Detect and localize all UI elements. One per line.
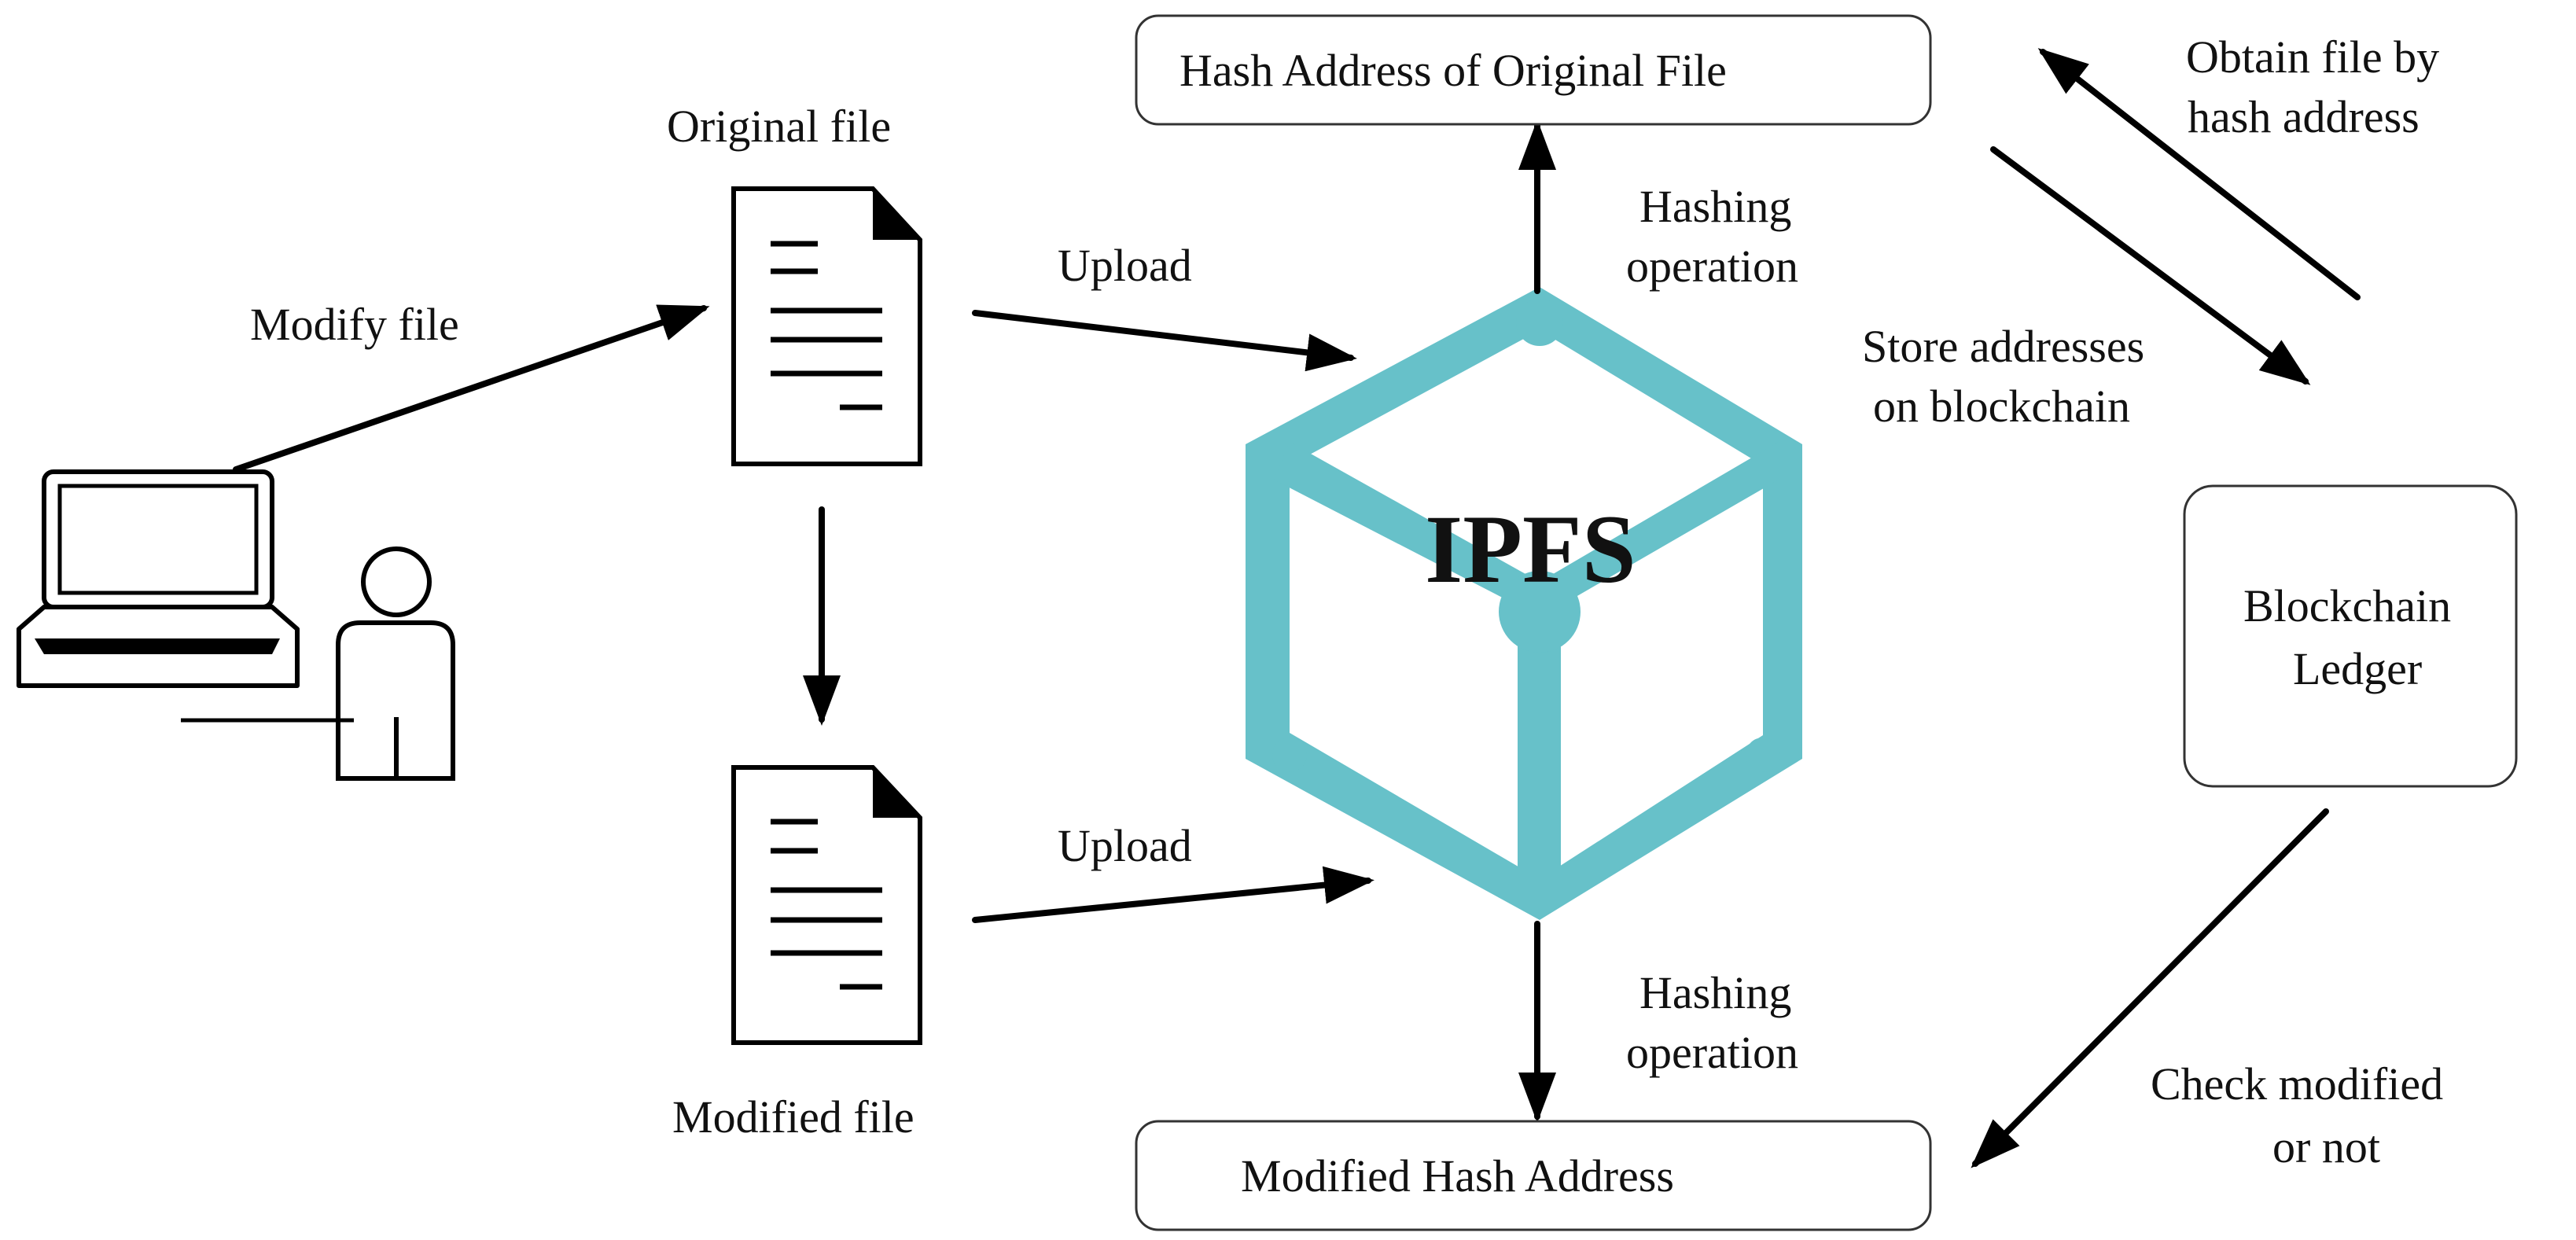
original-file-label: Original file bbox=[667, 101, 891, 152]
modified-file-label: Modified file bbox=[672, 1091, 914, 1142]
original-file-document-icon bbox=[731, 186, 922, 466]
check-label-line2: or not bbox=[2272, 1121, 2380, 1172]
modify-file-label: Modify file bbox=[250, 299, 459, 350]
check-modified-arrow bbox=[1971, 808, 2329, 1168]
store-label-line2: on blockchain bbox=[1873, 381, 2130, 432]
ipfs-label: IPFS bbox=[1425, 495, 1636, 603]
upload-top-arrow bbox=[972, 310, 1357, 372]
hashing-top-label-line1: Hashing bbox=[1639, 181, 1791, 232]
user-icon bbox=[181, 546, 455, 781]
hashing-top-label-line2: operation bbox=[1626, 241, 1798, 292]
hashing-bottom-label-line2: operation bbox=[1626, 1027, 1798, 1078]
ledger-label-line2: Ledger bbox=[2293, 643, 2422, 694]
modified-hash-box bbox=[1135, 1120, 1932, 1231]
upload-bottom-arrow bbox=[972, 866, 1374, 923]
upload-bottom-label: Upload bbox=[1058, 820, 1192, 871]
hash-original-box-label: Hash Address of Original File bbox=[1179, 45, 1727, 96]
modified-file-document-icon bbox=[731, 765, 922, 1045]
upload-top-label: Upload bbox=[1058, 240, 1192, 291]
ledger-label-line1: Blockchain bbox=[2243, 580, 2451, 631]
store-addresses-arrow bbox=[1990, 146, 2311, 385]
store-label-line1: Store addresses bbox=[1862, 321, 2144, 372]
obtain-label-line2: hash address bbox=[2188, 91, 2420, 142]
hashing-bottom-label-line1: Hashing bbox=[1639, 967, 1791, 1018]
check-label-line1: Check modified bbox=[2151, 1058, 2443, 1109]
laptop-icon bbox=[17, 469, 300, 688]
obtain-file-arrow bbox=[2037, 48, 2361, 300]
hash-original-box bbox=[1135, 14, 1932, 126]
modified-hash-box-label: Modified Hash Address bbox=[1241, 1150, 1674, 1201]
modify-file-arrow bbox=[233, 304, 710, 473]
blockchain-ledger-box bbox=[2183, 484, 2518, 788]
obtain-label-line1: Obtain file by bbox=[2186, 31, 2439, 83]
ipfs-cube-icon bbox=[1246, 287, 1802, 920]
